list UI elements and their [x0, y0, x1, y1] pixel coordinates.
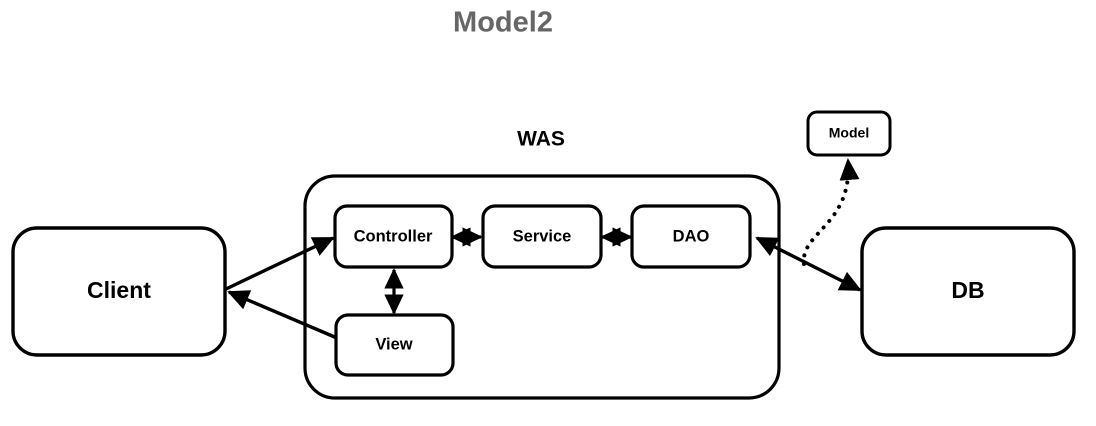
diagram-title: Model2	[453, 7, 553, 39]
node-dao[interactable]: DAO	[630, 204, 752, 269]
view-label: View	[375, 335, 412, 353]
db-box	[860, 226, 1076, 357]
view-box	[334, 313, 455, 377]
db-label: DB	[951, 277, 984, 303]
client-label: Client	[87, 277, 151, 303]
node-service[interactable]: Service	[481, 204, 603, 269]
model-label: Model	[829, 125, 869, 141]
controller-box	[333, 204, 454, 269]
edge-client-to-controller	[225, 236, 335, 291]
node-model[interactable]: Model	[806, 110, 892, 157]
controller-label: Controller	[354, 227, 433, 245]
service-box	[481, 204, 603, 269]
dao-box	[630, 204, 752, 269]
node-client[interactable]: Client	[11, 226, 227, 357]
service-label: Service	[513, 227, 572, 245]
was-container-label: WAS	[517, 128, 565, 151]
model-box	[806, 110, 892, 157]
edge-view-to-client	[227, 290, 338, 340]
edge-db-to-model	[801, 158, 860, 266]
edge-dao-to-db	[755, 236, 862, 292]
client-box	[11, 226, 227, 357]
node-controller[interactable]: Controller	[333, 204, 454, 269]
node-view[interactable]: View	[334, 313, 455, 377]
node-db[interactable]: DB	[860, 226, 1076, 357]
dao-label: DAO	[673, 227, 710, 245]
